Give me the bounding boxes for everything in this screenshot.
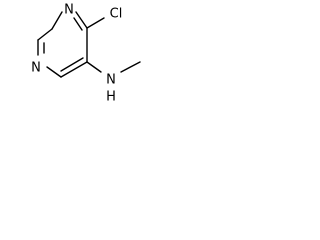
bond-n3-c4	[75, 11, 88, 29]
atom-labels: N N Cl N H	[31, 3, 122, 105]
bond-c5-c6	[60, 61, 88, 78]
bond-c2-c2prime	[37, 28, 53, 41]
chemical-structure: N N Cl N H	[31, 3, 141, 105]
atom-label-cl: Cl	[110, 7, 123, 22]
bond-c6-n1	[46, 66, 62, 78]
double-bond-n3-c4-inner	[73, 17, 83, 31]
bond-c5-n	[86, 61, 102, 73]
atom-label-n-left: N	[31, 61, 41, 76]
bond-c4-cl	[86, 17, 105, 29]
atom-label-nh-n: N	[106, 73, 116, 88]
bond-n-ch3	[120, 61, 141, 73]
double-bond-c5-c6-inner	[60, 57, 84, 72]
atom-label-nh-h: H	[106, 90, 116, 105]
substituent-bonds	[86, 17, 141, 73]
ring-bonds	[37, 11, 88, 78]
atom-label-n-top: N	[64, 3, 74, 18]
bond-c2-n3	[51, 11, 63, 30]
